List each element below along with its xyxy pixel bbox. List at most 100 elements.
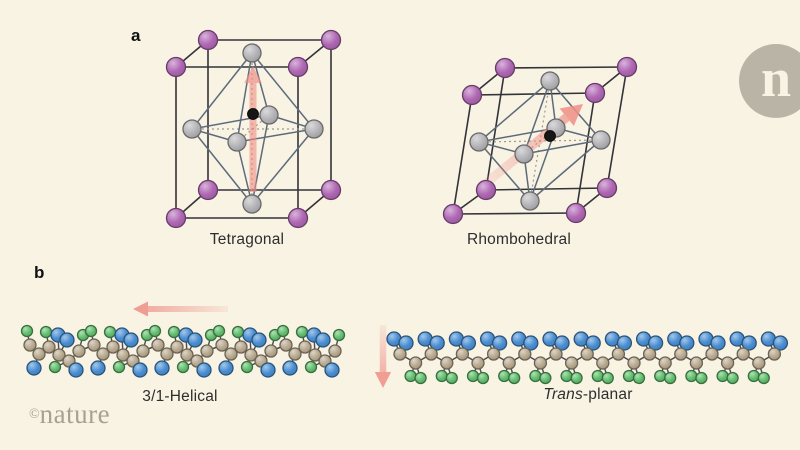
green-atom: [435, 369, 448, 383]
tan-atom: [440, 356, 454, 370]
green-atom: [212, 324, 226, 338]
green-atom: [276, 324, 290, 338]
tan-atom: [244, 348, 258, 362]
green-atom: [654, 369, 667, 383]
gray-atom: [591, 130, 611, 150]
tan-atom: [160, 347, 174, 361]
green-atom: [601, 371, 614, 385]
green-atom: [231, 325, 245, 339]
green-atom: [295, 325, 309, 339]
blue-atom: [132, 362, 148, 378]
purple-atom: [494, 57, 516, 79]
tan-atom: [136, 344, 150, 358]
tan-atom: [752, 356, 766, 370]
green-atom: [476, 371, 490, 385]
purple-atom: [584, 82, 606, 104]
tan-atom: [32, 347, 46, 361]
green-atom: [539, 371, 552, 385]
tan-atom: [328, 344, 342, 358]
blue-atom: [679, 335, 695, 351]
tan-atom: [502, 356, 516, 370]
octahedron-edge: [523, 139, 602, 155]
purple-atom: [320, 29, 342, 51]
panel-a-label: a: [131, 26, 141, 45]
tan-atom: [564, 356, 579, 370]
blue-atom: [123, 332, 139, 348]
blue-atom: [187, 332, 203, 348]
octahedron-edge: [191, 128, 253, 205]
green-atom: [103, 325, 117, 339]
trans-rest: -planar: [582, 386, 633, 403]
tan-atom: [736, 347, 750, 361]
green-atom: [404, 369, 417, 383]
green-atom: [560, 369, 573, 383]
purple-atom: [596, 177, 618, 199]
center-cation-atom: [247, 108, 259, 120]
octahedron-edge: [236, 52, 253, 143]
tan-atom: [720, 356, 735, 370]
octahedron-edge: [251, 52, 270, 116]
octahedron-edge: [529, 139, 602, 202]
trans-planar-label: Trans-planar: [523, 386, 653, 404]
tan-atom: [298, 340, 312, 354]
tan-atom: [518, 347, 532, 361]
blue-atom: [523, 335, 539, 351]
tan-atom: [170, 340, 184, 354]
gray-atom: [304, 119, 324, 139]
tan-atom: [52, 348, 66, 362]
blue-atom: [647, 335, 664, 351]
gray-atom: [182, 119, 202, 139]
tan-atom: [596, 356, 610, 370]
green-atom: [498, 369, 511, 383]
purple-atom: [616, 56, 638, 78]
cube-edge: [606, 66, 628, 189]
tan-atom: [42, 340, 56, 354]
cube-edge: [452, 94, 473, 215]
purple-atom: [442, 203, 464, 225]
green-atom: [304, 360, 318, 374]
copyright-symbol: ©: [29, 407, 40, 422]
green-atom: [332, 328, 346, 342]
blue-atom: [616, 335, 633, 351]
tan-atom: [215, 338, 229, 352]
blue-atom: [554, 335, 570, 351]
green-atom: [747, 369, 760, 383]
blue-atom: [68, 362, 84, 378]
tetragonal-label: Tetragonal: [209, 231, 285, 248]
blue-atom: [154, 360, 170, 376]
helical-label: 3/1-Helical: [142, 388, 218, 405]
octahedron-edge: [478, 127, 557, 143]
tan-atom: [627, 356, 641, 370]
blue-atom: [491, 335, 508, 351]
cube-edge: [485, 187, 608, 191]
tan-atom: [767, 347, 782, 361]
purple-atom: [287, 56, 309, 78]
blue-atom: [772, 335, 789, 351]
green-atom: [632, 371, 646, 385]
green-atom: [695, 371, 708, 385]
blue-atom: [196, 362, 212, 378]
purple-atom: [461, 84, 483, 106]
polarization-arrow-head: [559, 104, 583, 126]
blue-atom: [398, 335, 414, 351]
polarization-arrow-head: [244, 66, 262, 83]
purple-atom: [320, 179, 342, 201]
tan-atom: [689, 356, 704, 370]
cube-edge: [485, 67, 506, 191]
green-atom: [726, 371, 739, 385]
blue-atom: [282, 360, 298, 376]
nature-logo-icon: n: [739, 44, 800, 118]
blue-atom: [710, 335, 726, 351]
green-atom: [664, 371, 677, 385]
tan-atom: [486, 347, 501, 361]
green-atom: [716, 369, 729, 383]
purple-atom: [475, 179, 497, 201]
green-atom: [757, 371, 770, 385]
green-atom: [148, 324, 162, 338]
tan-atom: [96, 347, 110, 361]
green-atom: [591, 369, 604, 383]
octahedron-edge: [191, 52, 253, 130]
tan-atom: [180, 348, 194, 362]
nature-logo-letter: n: [760, 48, 792, 108]
